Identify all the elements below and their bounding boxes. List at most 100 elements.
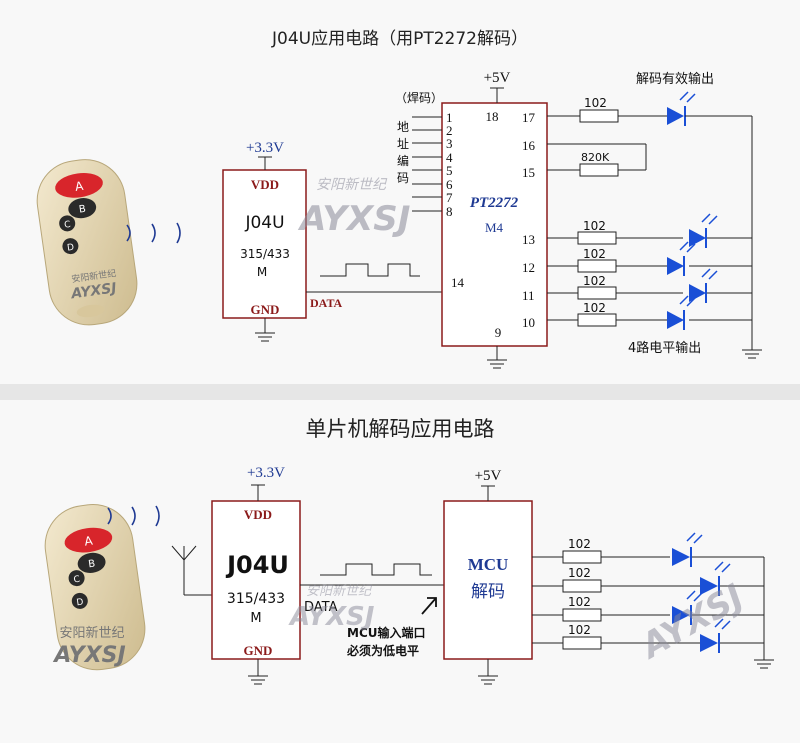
addr-char-4: 码: [397, 171, 409, 185]
resistor-17: [579, 109, 619, 123]
left-pin-2: 2: [446, 123, 453, 138]
resistor-13-value: 102: [583, 219, 606, 233]
mcu-name: MCU: [468, 555, 509, 574]
radio-waves-bottom: [107, 505, 160, 527]
bottom-output-channels: [532, 556, 774, 669]
mcu-box: [443, 500, 533, 660]
top-3v3-label: +3.3V: [246, 140, 284, 156]
bottom-3v3-label: +3.3V: [247, 465, 285, 481]
remote-keyring-slot: [76, 304, 105, 318]
resistor-11: [577, 286, 617, 300]
resistor-820k-value: 820K: [581, 151, 610, 164]
top-j04u-name: J04U: [244, 213, 284, 233]
bottom-title: 单片机解码应用电路: [306, 417, 495, 441]
remote-bottom: A B C D: [44, 504, 146, 671]
remote2-button-d-label: D: [76, 597, 84, 608]
level-output-label: 4路电平输出: [628, 340, 701, 356]
radio-waves-top: [126, 222, 181, 244]
top-data-label: DATA: [310, 296, 343, 310]
mcu-resistor-1-value: 102: [568, 537, 591, 551]
j04u-box-bottom: [211, 500, 301, 660]
remote-button-b: [68, 198, 97, 219]
left-pin-8: 8: [446, 204, 453, 219]
remote-button-d-label: D: [67, 243, 75, 254]
mcu-sub: 解码: [471, 582, 505, 602]
right-pin-numbers: 17 16 15 13 12 11 10: [522, 110, 536, 330]
addr-char-1: 地: [397, 120, 409, 134]
bottom-j04u-name: J04U: [225, 551, 289, 579]
remote-top: A B C D 安阳新世纪 AYXSJ: [36, 159, 138, 326]
left-pin-7: 7: [446, 190, 453, 205]
right-pin-17: 17: [522, 110, 536, 125]
pt2272-name: PT2272: [470, 195, 519, 211]
mcu-resistor-2-value: 102: [568, 566, 591, 580]
mcu-supply: +5V: [475, 468, 502, 484]
top-output-channels: [547, 237, 752, 321]
remote-brand-logo: AYXSJ: [69, 280, 117, 302]
right-pin-15: 15: [522, 165, 535, 180]
left-pin-6: 6: [446, 177, 453, 192]
resistor-17-value: 102: [584, 96, 607, 110]
panel-divider: [0, 384, 800, 400]
left-pin-5: 5: [446, 163, 453, 178]
bottom-freq-unit: M: [250, 611, 261, 626]
top-output-leds: [667, 213, 718, 330]
pin-18: 18: [486, 109, 499, 124]
right-pin-16: 16: [522, 138, 536, 153]
mcu-resistor-3: [562, 608, 602, 622]
j04u-module-top: +3.3V VDD J04U 315/433 M GND: [222, 140, 307, 342]
remote-button-d: [62, 238, 79, 255]
mcu-resistor-4: [562, 636, 602, 650]
pin-9: 9: [495, 325, 502, 340]
bottom-brand-logo: AYXSJ: [52, 643, 125, 668]
top-freq-label: 315/433: [240, 247, 290, 261]
resistor-820k: [579, 163, 619, 177]
watermark-top: 安阳新世纪 AYXSJ: [297, 177, 410, 239]
top-freq-unit: M: [257, 265, 267, 279]
addr-solder-label: （焊码）: [395, 90, 443, 105]
resistor-10-value: 102: [583, 301, 606, 315]
remote-body: [36, 159, 138, 326]
remote-button-b-label: B: [78, 204, 86, 216]
valid-output-label: 解码有效输出: [636, 71, 714, 87]
resistor-10: [577, 313, 617, 327]
resistor-13: [577, 231, 617, 245]
j04u-module-bottom: +3.3V VDD J04U 315/433 M GND: [211, 465, 301, 685]
remote2-button-a-label: A: [84, 533, 95, 548]
resistor-11-value: 102: [583, 274, 606, 288]
top-title: J04U应用电路（用PT2272解码）: [271, 29, 528, 49]
left-pin-numbers: 1 2 3 4 5 6 7 8: [446, 110, 453, 219]
j04u-box-top: [222, 169, 307, 319]
remote-button-c-label: C: [64, 220, 72, 231]
watermark-bottom-logo: AYXSJ: [288, 602, 375, 632]
antenna-icon: [171, 545, 212, 596]
mcu-chip: +5V MCU 解码: [443, 468, 533, 685]
bottom-gnd-label: GND: [244, 643, 273, 658]
mcu-note-2: 必须为低电平: [346, 643, 419, 658]
remote-button-c: [59, 215, 76, 232]
top-gnd-label: GND: [251, 302, 280, 317]
mcu-note-1: MCU输入端口: [347, 625, 426, 640]
watermark-top-cn: 安阳新世纪: [316, 177, 388, 193]
top-vdd-label: VDD: [251, 177, 279, 192]
mcu-resistor-2: [562, 579, 602, 593]
bottom-data-waveform: [320, 563, 432, 576]
right-pin-10: 10: [522, 315, 535, 330]
pt2272-suffix: M4: [485, 220, 504, 235]
addr-pin-lines: [412, 116, 442, 212]
remote-button-a-label: A: [74, 179, 85, 194]
right-pin-11: 11: [522, 288, 535, 303]
arrow-icon: [421, 597, 437, 615]
resistor-12-value: 102: [583, 247, 606, 261]
remote-button-a: [55, 173, 103, 198]
pt2272-chip: +5V PT2272 M4 18 9 1 4: [441, 70, 548, 369]
left-pin-1: 1: [446, 110, 453, 125]
left-pin-4: 4: [446, 150, 453, 165]
bottom-freq-label: 315/433: [227, 591, 285, 607]
bottom-data-label: DATA: [304, 600, 338, 615]
top-data-waveform: [320, 263, 420, 277]
pt2272-supply: +5V: [484, 70, 511, 86]
mcu-resistor-4-value: 102: [568, 623, 591, 637]
